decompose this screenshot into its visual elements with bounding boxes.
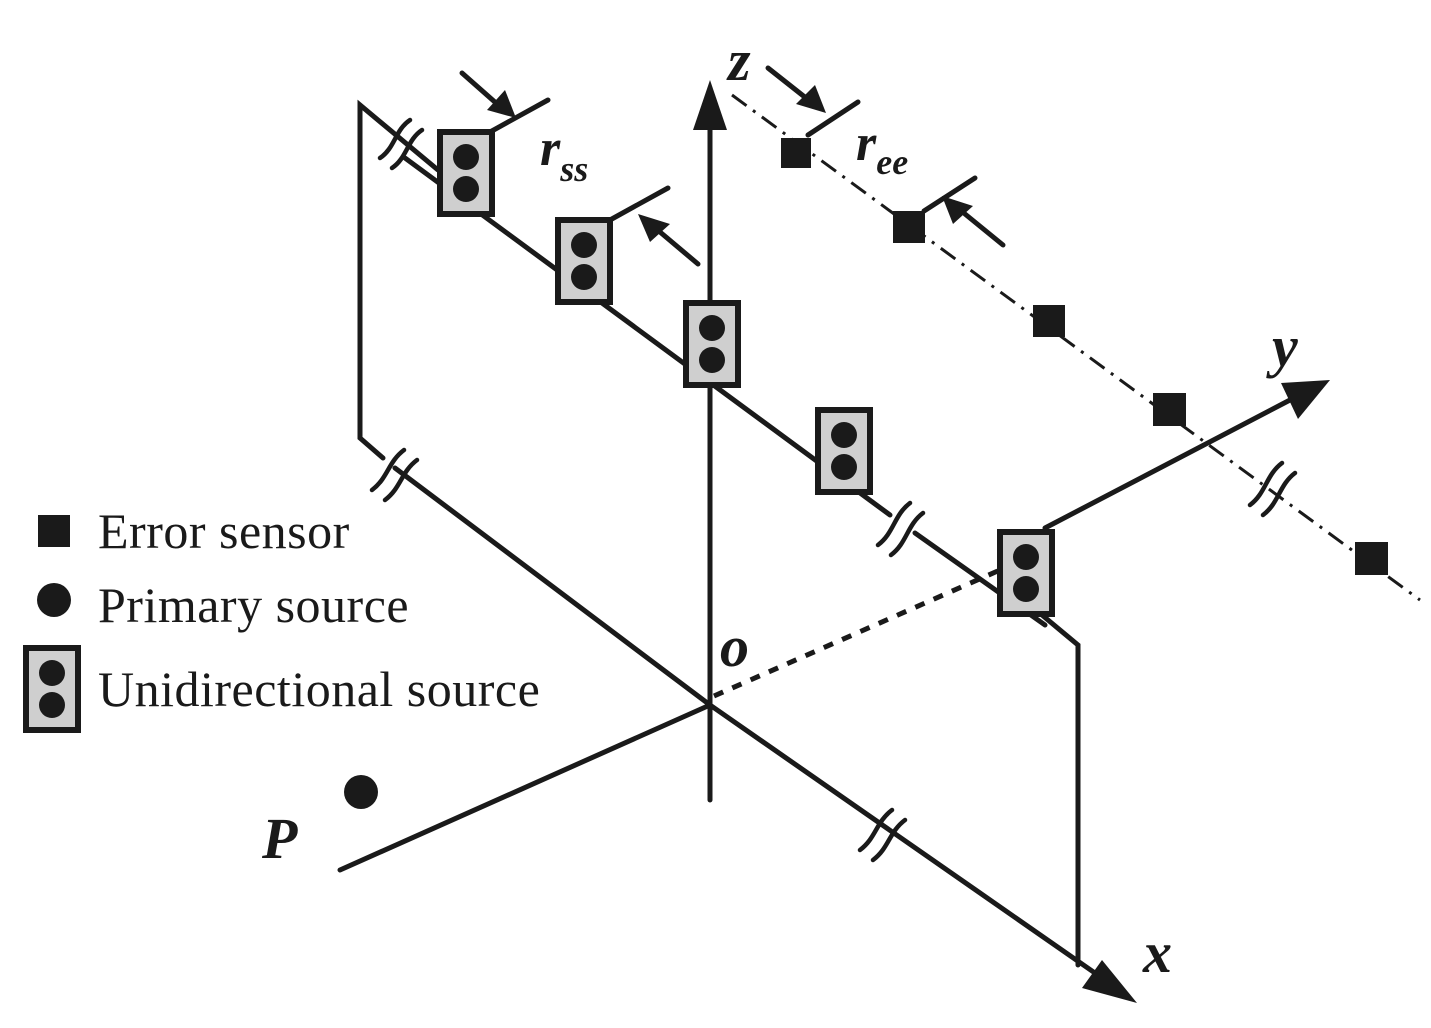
primary-source-dot: [344, 775, 378, 809]
unidirectional-source: [997, 529, 1055, 617]
unidirectional-source: [555, 217, 613, 305]
source-line: [402, 155, 1048, 628]
sensor-spacing-indicator: [765, 65, 1006, 248]
break-marks: [369, 117, 1298, 863]
legend-circle-icon: [37, 583, 71, 617]
source-spacing-label: rss: [540, 120, 588, 189]
legend-unidirectional-icon: [23, 645, 81, 733]
error-sensor: [1355, 542, 1388, 575]
error-sensor: [893, 211, 925, 243]
source-spacing-sub: ss: [559, 149, 588, 189]
source-spacing-indicator: [459, 70, 701, 267]
z-axis-label: z: [726, 28, 751, 93]
legend: Error sensor Primary source Unidirection…: [23, 503, 540, 733]
y-axis-label: y: [1266, 314, 1298, 379]
legend-label-primary-source: Primary source: [98, 577, 409, 633]
legend-square-icon: [38, 515, 70, 547]
primary-source-label: P: [261, 806, 298, 871]
error-sensors: [781, 138, 1388, 575]
unidirectional-source: [683, 300, 741, 388]
x-axis-label: x: [1142, 920, 1172, 985]
unidirectional-sources: [437, 129, 1055, 617]
y-axis: [712, 380, 1330, 699]
unidirectional-source: [815, 407, 873, 495]
source-spacing-base: r: [540, 120, 561, 177]
sensor-spacing-base: r: [856, 115, 877, 172]
sensor-spacing-sub: ee: [876, 142, 908, 182]
z-axis: [693, 80, 727, 803]
sensor-line: [731, 93, 1421, 602]
sensor-spacing-label: ree: [856, 115, 908, 182]
x-axis: [337, 702, 1137, 1003]
error-sensor: [781, 138, 811, 168]
unidirectional-source: [437, 129, 495, 217]
error-sensor: [1153, 393, 1186, 426]
frame: [357, 99, 1081, 968]
legend-label-unidirectional-source: Unidirectional source: [98, 661, 540, 717]
error-sensor: [1033, 305, 1065, 337]
origin-label: o: [720, 614, 749, 679]
legend-label-error-sensor: Error sensor: [98, 503, 350, 559]
